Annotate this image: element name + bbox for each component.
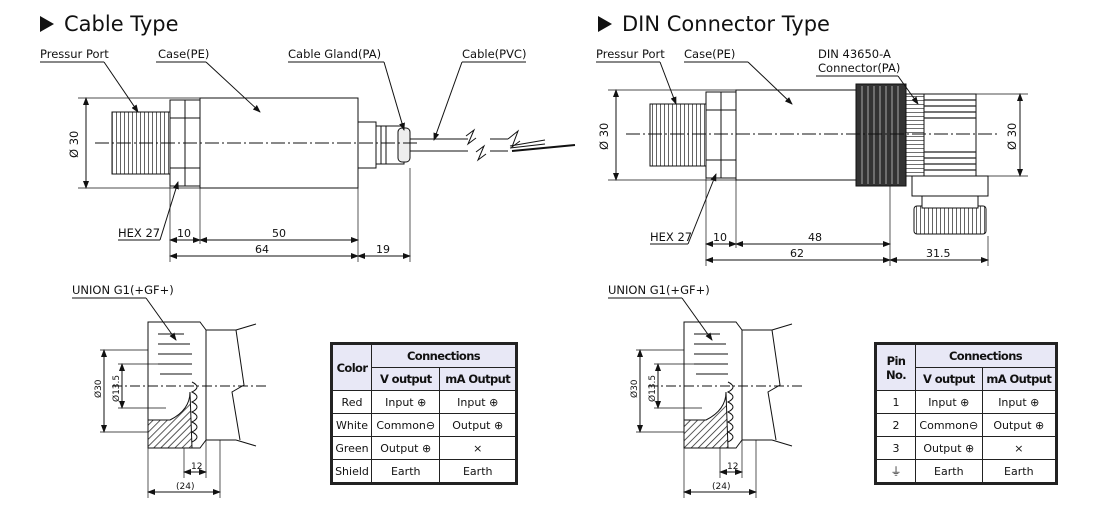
right-dim-31-5: 31.5 <box>926 247 951 260</box>
table-cell: Output ⊕ <box>915 436 983 460</box>
cable-type-sensor-body <box>40 61 576 262</box>
right-connector-label-2: Connector(PA) <box>818 61 900 75</box>
right-dia-right-label: Ø 30 <box>1005 123 1019 150</box>
left-dia-label: Ø 30 <box>67 131 81 158</box>
left-hex-label: HEX 27 <box>118 226 160 240</box>
right-hex-label: HEX 27 <box>650 230 692 244</box>
header-ma-output: mA Output <box>439 367 516 391</box>
table-cell: Earth <box>981 459 1057 483</box>
left-gland-label: Cable Gland(PA) <box>288 47 381 61</box>
din-type-sensor-body <box>596 61 1028 266</box>
right-union-d24: (24) <box>712 482 730 492</box>
header-v-output: V output <box>370 367 441 391</box>
cable-type-title: Cable Type <box>40 12 179 36</box>
table-cell: 3 <box>876 436 916 460</box>
table-cell: Red <box>332 390 372 414</box>
table-cell: × <box>981 436 1057 460</box>
table-cell: Input ⊕ <box>981 390 1057 414</box>
right-union-d13: Ø13.5 <box>647 375 658 402</box>
table-cell: × <box>439 436 516 460</box>
cable-connections-table: Color Connections V output mA Output Red… <box>330 342 518 485</box>
triangle-bullet-icon <box>598 16 612 32</box>
left-cable-label: Cable(PVC) <box>462 47 526 61</box>
right-union-d12: 12 <box>727 462 738 472</box>
left-union-d30: Ø30 <box>93 379 104 398</box>
table-cell: Common⊖ <box>915 413 983 437</box>
header-connections: Connections <box>915 344 1056 368</box>
union-detail-left <box>72 297 268 498</box>
right-case-label: Case(PE) <box>684 47 735 61</box>
right-union-d30: Ø30 <box>629 379 640 398</box>
table-cell: Earth <box>439 459 516 483</box>
left-case-label: Case(PE) <box>158 47 209 61</box>
table-cell: Green <box>332 436 372 460</box>
table-cell: Input ⊕ <box>915 390 983 414</box>
left-union-d13: Ø13.5 <box>111 375 122 402</box>
table-cell: Shield <box>332 459 372 483</box>
left-dim-64: 64 <box>255 243 269 256</box>
left-dim-10: 10 <box>177 227 191 240</box>
table-cell: 2 <box>876 413 916 437</box>
cable-type-title-text: Cable Type <box>64 12 179 36</box>
table-cell: Earth <box>370 459 441 483</box>
left-dim-50: 50 <box>272 227 286 240</box>
header-pin-no: Pin No. <box>876 344 916 391</box>
right-dim-48: 48 <box>808 231 822 244</box>
earth-symbol-icon: ⏚ <box>876 459 916 483</box>
union-detail-right <box>608 297 804 498</box>
din-connections-table: Pin No. Connections V output mA Output 1… <box>874 342 1058 485</box>
left-union-d12: 12 <box>191 462 202 472</box>
table-cell: Input ⊕ <box>439 390 516 414</box>
left-union-d24: (24) <box>176 482 194 492</box>
din-type-title: DIN Connector Type <box>598 12 830 36</box>
right-dim-10: 10 <box>713 231 727 244</box>
right-union-label: UNION G1(+GF+) <box>608 283 710 297</box>
table-cell: 1 <box>876 390 916 414</box>
left-dim-19: 19 <box>376 243 390 256</box>
header-color: Color <box>332 344 372 391</box>
table-cell: Output ⊕ <box>439 413 516 437</box>
left-pressure-port-label: Pressur Port <box>40 47 109 61</box>
header-connections: Connections <box>371 344 516 368</box>
table-cell: White <box>332 413 372 437</box>
header-ma-output: mA Output <box>981 367 1057 391</box>
table-cell: Earth <box>915 459 983 483</box>
table-cell: Input ⊕ <box>370 390 441 414</box>
table-cell: Output ⊕ <box>370 436 441 460</box>
table-cell: Common⊖ <box>370 413 441 437</box>
triangle-bullet-icon <box>40 16 54 32</box>
din-type-title-text: DIN Connector Type <box>622 12 830 36</box>
right-connector-label-1: DIN 43650-A <box>818 47 891 61</box>
right-pressure-port-label: Pressur Port <box>596 47 665 61</box>
right-dim-62: 62 <box>790 247 804 260</box>
table-cell: Output ⊕ <box>981 413 1057 437</box>
left-union-label: UNION G1(+GF+) <box>72 283 174 297</box>
header-v-output: V output <box>915 367 983 391</box>
right-dia-left-label: Ø 30 <box>597 123 611 150</box>
